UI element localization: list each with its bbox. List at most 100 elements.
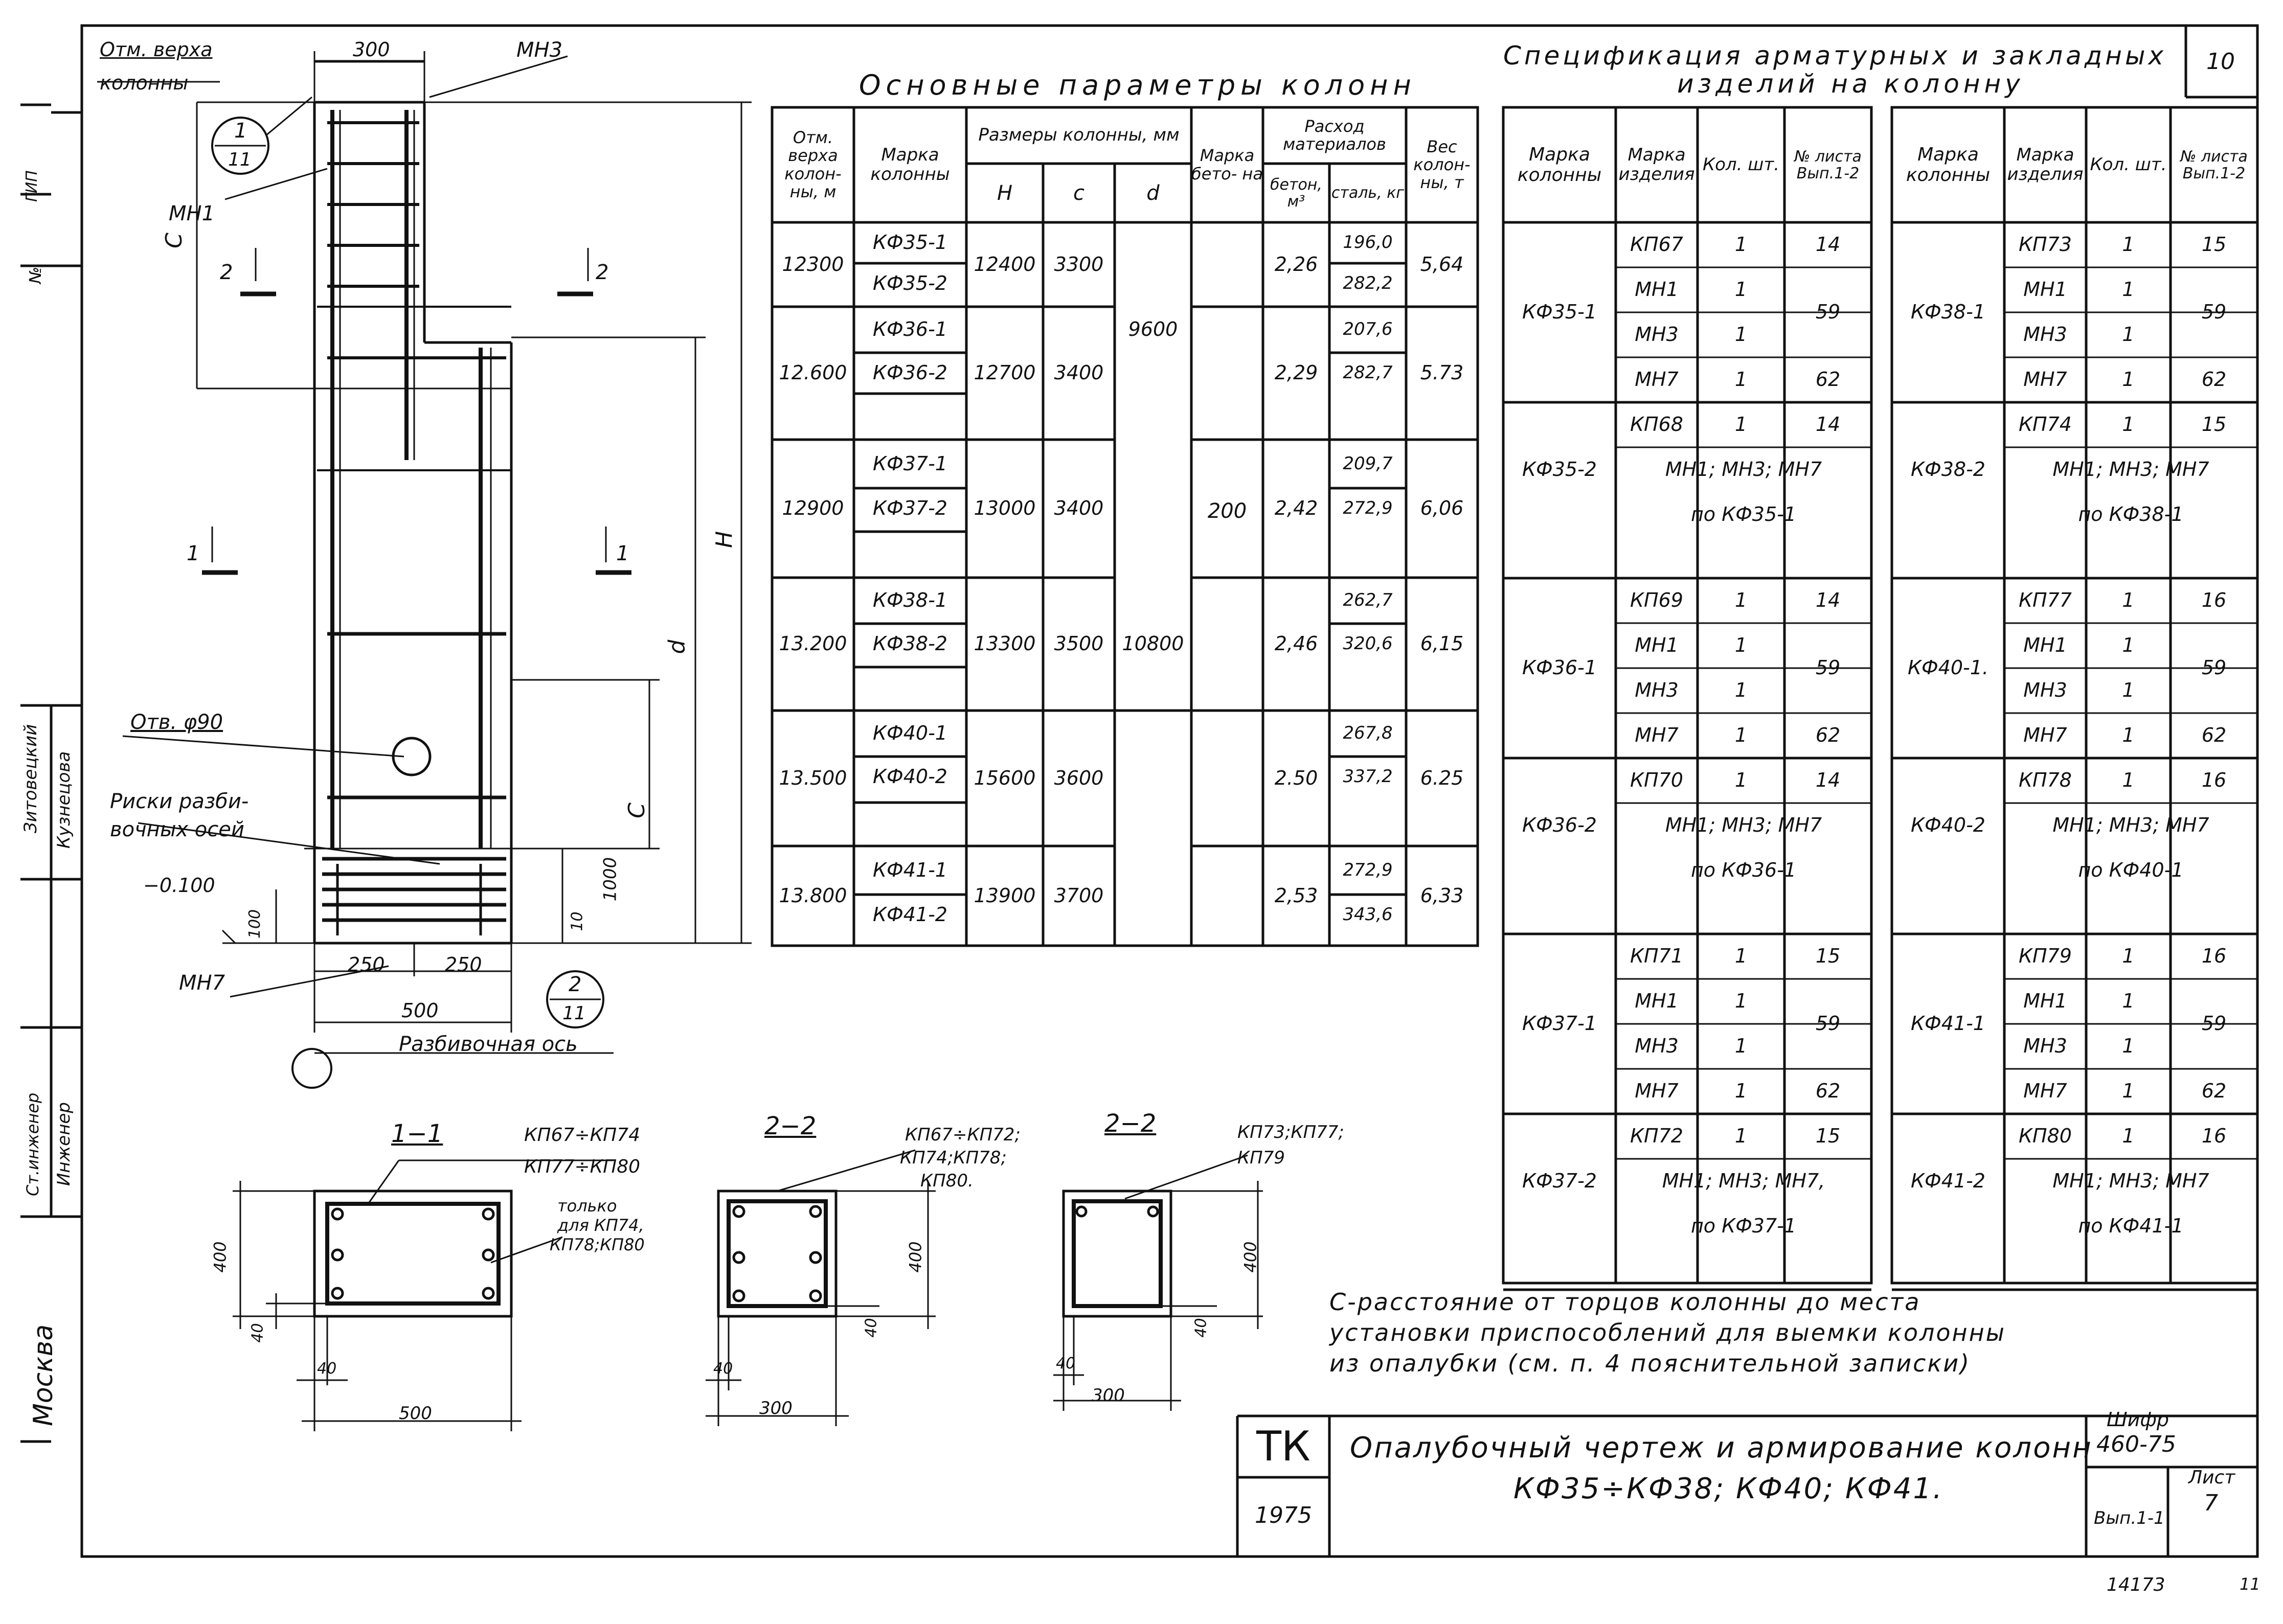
dim-250-right: 250 [445,953,482,976]
spec-qty: 1 [1734,413,1748,436]
spec-qty: 1 [1734,589,1748,612]
spec-item-mark: КП78 [2019,769,2072,792]
spec-item-mark: МН3 [1635,1035,1679,1058]
label-mn7: МН7 [179,971,225,995]
spec-header-item-mark: Марка изделия [1618,145,1695,185]
spec-item-mark: МН3 [1635,323,1679,346]
cell-elev: 13.200 [779,632,847,655]
spec-note: по КФ41-1 [2078,1215,2184,1238]
label-mn1: МН1 [169,202,215,225]
cell-elev: 13.800 [779,884,847,907]
spec-item-mark: КП74 [2019,413,2072,436]
hdr-concrete-grade: Марка бето- на [1191,146,1263,184]
cell-concrete: 2.50 [1274,766,1318,789]
d-letter: d [664,639,690,654]
stamp-city: Москва [28,1324,59,1426]
cell-steel: 343,6 [1343,904,1393,925]
section-1-right: 1 [616,542,629,565]
spec-item-mark: КП79 [2019,945,2072,968]
spec-sheet: 59 [1815,1012,1841,1035]
cell-c: 3400 [1054,497,1104,520]
spec-sheet: 16 [2201,945,2227,968]
cell-concrete: 2,46 [1274,632,1318,655]
top-mark-label: Отм. верха [100,38,213,61]
cell-H: 12400 [974,253,1036,276]
cell-c: 3400 [1054,361,1104,384]
spec-qty: 1 [2122,323,2135,346]
spec-note: по КФ37-1 [1690,1215,1797,1238]
spec-qty: 1 [2122,413,2135,436]
spec-item-mark: КП77 [2019,589,2072,612]
spec-note: МН1; МН3; МН7 [2052,458,2209,481]
spec-item-mark: КП73 [2019,233,2072,256]
spec-sheet: 62 [2201,1080,2227,1103]
spec-column-mark: КФ36-2 [1522,814,1597,837]
spec-item-mark: МН3 [2023,1035,2067,1058]
section-dim-40a: 40 [862,1318,880,1338]
spec-qty: 1 [2122,724,2135,747]
spec-sheet: 16 [2201,769,2227,792]
label-mn3: МН3 [516,38,563,62]
risks-label-2: вочных осей [110,818,244,841]
hdr-steel: сталь, кг [1331,184,1405,202]
section-note-1: КП67÷КП72; [905,1125,1021,1145]
cell-mark: КФ37-2 [873,497,947,520]
section-2-right: 2 [596,261,609,284]
spec-sheet: 59 [2201,301,2227,324]
spec-header-col-mark: Марка колонны [1906,144,1991,186]
callout-1-top: 1 [234,119,247,143]
spec-note: по КФ40-1 [2078,859,2184,882]
spec-item-mark: КП80 [2019,1125,2072,1148]
cell-mark: КФ38-1 [873,589,947,612]
spec-qty: 1 [1734,323,1748,346]
cipher-label: Шифр [2107,1408,2169,1431]
spec-item-mark: МН7 [2023,1080,2067,1103]
spec-column-mark: КФ37-2 [1522,1170,1597,1193]
spec-sheet: 59 [1815,301,1841,324]
spec-header-sheet: № листа Вып.1-2 [2180,147,2248,182]
cell-steel: 267,8 [1343,723,1393,744]
cell-elev: 12.600 [779,361,847,384]
spec-header-item-mark: Марка изделия [2007,145,2084,185]
spec-item-mark: МН3 [2023,323,2067,346]
sheet-value: 7 [2204,1490,2218,1516]
spec-qty: 1 [2122,589,2135,612]
spec-sheet: 59 [2201,656,2227,679]
minus-mark: −0.100 [143,874,215,897]
section-dim-40a: 40 [248,1323,267,1343]
spec-item-mark: МН3 [1635,679,1679,702]
spec-item-mark: КП71 [1630,945,1683,968]
issue-label: Вып.1-1 [2094,1508,2165,1528]
section-title: 2−2 [764,1112,817,1140]
spec-note: МН1; МН3; МН7, [1662,1170,1825,1193]
tk-label: ТК [1256,1423,1310,1470]
section-dim-400: 400 [906,1241,925,1273]
spec-note: МН1; МН3; МН7 [2052,814,2209,837]
section-note-1: КП73;КП77; [1237,1122,1344,1142]
section-dim-width: 500 [399,1403,432,1424]
risks-label-1: Риски разби- [110,790,249,813]
section-note-5: КП78;КП80 [550,1235,645,1254]
section-dim-400: 400 [210,1241,230,1273]
spec-sheet: 59 [2201,1012,2227,1035]
section-note-1: КП67÷КП74 [524,1125,641,1146]
section-dim-400: 400 [1240,1241,1260,1273]
dim-1000: 1000 [600,857,621,902]
cell-weight: 5.73 [1420,361,1464,384]
spec-qty: 1 [2122,233,2135,256]
spec-note: МН1; МН3; МН7 [1665,458,1822,481]
cell-mark: КФ38-2 [873,632,947,655]
spec-qty: 1 [2122,278,2135,301]
cell-c: 3700 [1054,884,1104,907]
spec-qty: 1 [2122,634,2135,657]
spec-sheet: 14 [1815,233,1841,256]
cell-steel: 272,9 [1343,859,1393,880]
spec-column-mark: КФ38-2 [1911,458,1985,481]
hdr-materials: Расход материалов [1283,116,1386,154]
dim-100: 100 [246,909,264,939]
spec-qty: 1 [1734,1080,1748,1103]
spec-qty: 1 [2122,368,2135,391]
cell-elev: 12300 [782,253,844,276]
cell-steel: 196,0 [1343,232,1393,253]
